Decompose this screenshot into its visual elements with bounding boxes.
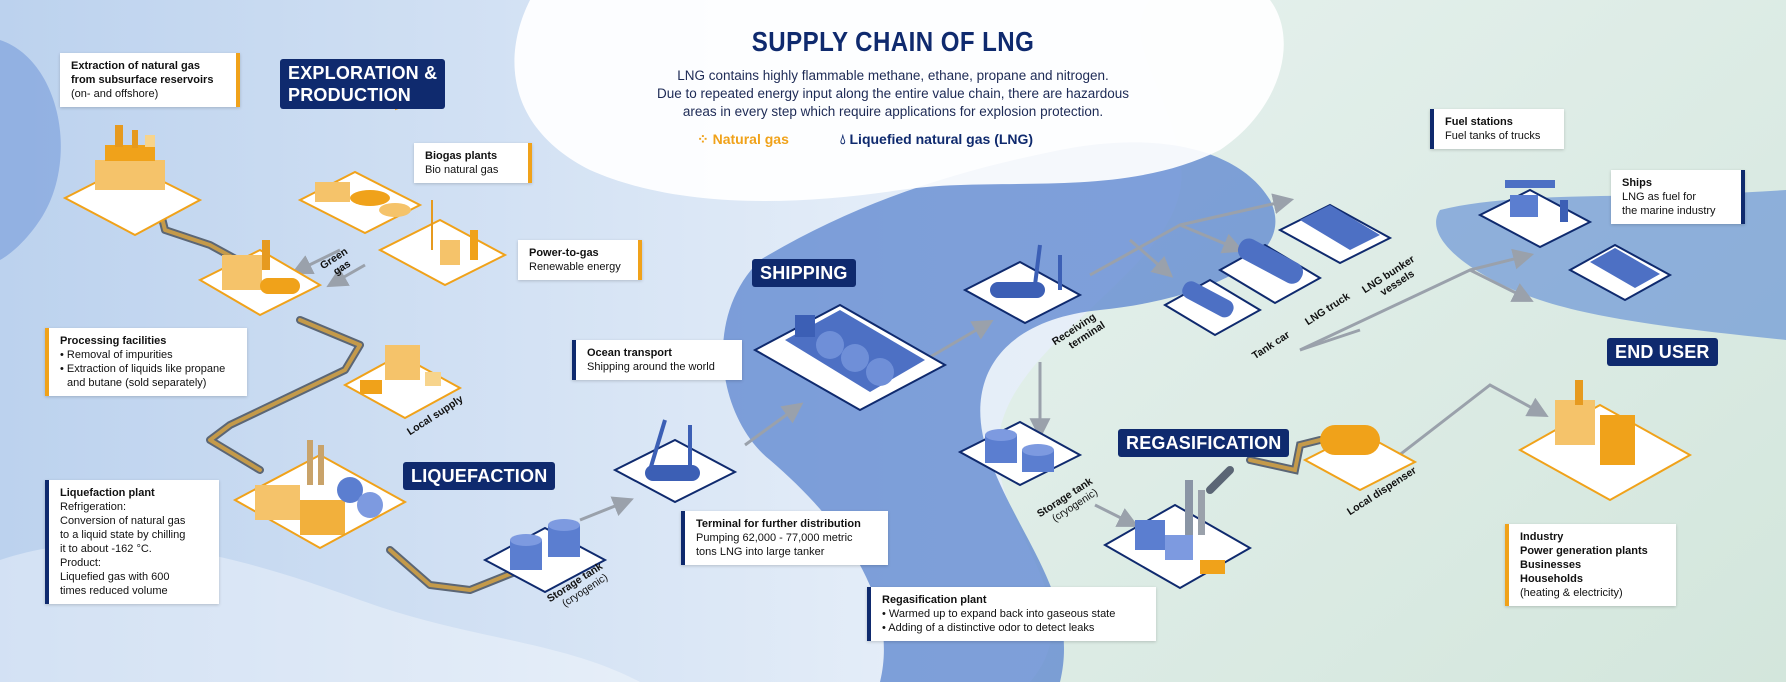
box-end-users-item: Power generation plants bbox=[1520, 545, 1648, 557]
local-supply-icon bbox=[342, 345, 463, 420]
box-processing-line: • Extraction of liquids like propane bbox=[60, 363, 226, 375]
box-regas-plant: Regasification plant • Warmed up to expa… bbox=[867, 587, 1156, 641]
box-liquefaction-line: Conversion of natural gas bbox=[60, 515, 186, 527]
box-power-to-gas-heading: Power-to-gas bbox=[529, 247, 599, 259]
flow-arrows bbox=[291, 193, 1549, 527]
box-processing-line: • Removal of impurities bbox=[60, 349, 173, 361]
stage-shipping: SHIPPING bbox=[752, 259, 856, 287]
box-fuel-stations: Fuel stations Fuel tanks of trucks bbox=[1430, 109, 1564, 149]
lng-bunker-vessel-icon bbox=[1277, 203, 1393, 265]
box-extraction-text: (on- and offshore) bbox=[71, 88, 159, 100]
stage-exploration: EXPLORATION & PRODUCTION bbox=[280, 59, 446, 109]
box-ships-heading: Ships bbox=[1622, 177, 1652, 189]
box-terminal-line: Pumping 62,000 - 77,000 metric bbox=[696, 532, 853, 544]
natural-gas-icon: ⁘ bbox=[697, 131, 709, 147]
box-biogas-heading: Biogas plants bbox=[425, 150, 498, 162]
receiving-terminal-icon bbox=[962, 244, 1083, 325]
stage-exploration-line: PRODUCTION bbox=[288, 85, 411, 105]
intro-line: areas in every step which require applic… bbox=[682, 104, 1104, 119]
box-liquefaction: Liquefaction plant Refrigeration: Conver… bbox=[45, 480, 219, 604]
box-end-users-item: Households bbox=[1520, 573, 1583, 585]
stage-liquefaction: LIQUEFACTION bbox=[403, 462, 556, 490]
box-end-users: Industry Power generation plants Busines… bbox=[1505, 524, 1676, 606]
box-end-users-item: Industry bbox=[1520, 531, 1564, 543]
box-liquefaction-line: Product: bbox=[60, 557, 101, 569]
regasification-plant-icon bbox=[1102, 480, 1253, 590]
box-liquefaction-heading: Liquefaction plant bbox=[60, 487, 155, 499]
stage-end-user: END USER bbox=[1607, 338, 1718, 366]
box-liquefaction-line: Liquefied gas with 600 bbox=[60, 571, 170, 583]
box-end-users-note: (heating & electricity) bbox=[1520, 587, 1623, 599]
box-extraction-heading: from subsurface reservoirs bbox=[71, 74, 214, 86]
box-terminal-heading: Terminal for further distribution bbox=[696, 518, 861, 530]
box-end-users-item: Businesses bbox=[1520, 559, 1582, 571]
box-processing-heading: Processing facilities bbox=[60, 335, 167, 347]
box-processing-line: and butane (sold separately) bbox=[67, 377, 207, 389]
power-to-gas-icon bbox=[377, 85, 508, 287]
offshore-platform-icon bbox=[62, 125, 203, 237]
intro-text: LNG contains highly flammable methane, e… bbox=[593, 67, 1193, 121]
box-extraction-heading: Extraction of natural gas bbox=[71, 60, 200, 72]
biogas-plant-icon bbox=[297, 170, 423, 235]
box-fuel-text: Fuel tanks of trucks bbox=[1445, 130, 1541, 142]
stage-regasification: REGASIFICATION bbox=[1118, 429, 1290, 457]
box-regas-line: • Adding of a distinctive odor to detect… bbox=[882, 622, 1095, 634]
box-regas-line: • Warmed up to expand back into gaseous … bbox=[882, 608, 1116, 620]
box-biogas-text: Bio natural gas bbox=[425, 164, 499, 176]
lng-tanker-icon bbox=[752, 303, 948, 412]
box-biogas: Biogas plants Bio natural gas bbox=[414, 143, 532, 183]
terminal-icon bbox=[612, 419, 738, 504]
box-ships-line: LNG as fuel for bbox=[1622, 191, 1696, 203]
storage-tank-1-icon bbox=[482, 519, 608, 594]
lng-drop-icon: 💧︎ bbox=[840, 131, 846, 147]
legend-natural-gas: ⁘ Natural gas bbox=[697, 131, 789, 148]
ship-icon bbox=[1567, 243, 1673, 302]
stage-exploration-line: EXPLORATION & bbox=[288, 63, 438, 83]
legend-lng-label: Liquefied natural gas (LNG) bbox=[849, 131, 1034, 147]
tank-car-icon bbox=[1163, 278, 1262, 337]
legend-lng: 💧︎ Liquefied natural gas (LNG) bbox=[840, 131, 1033, 148]
storage-tank-2-icon bbox=[957, 420, 1083, 487]
processing-facility-icon bbox=[197, 240, 323, 317]
box-terminal-line: tons LNG into large tanker bbox=[696, 546, 825, 558]
box-ships-line: the marine industry bbox=[1622, 205, 1716, 217]
box-power-to-gas-text: Renewable energy bbox=[529, 261, 621, 273]
box-fuel-heading: Fuel stations bbox=[1445, 116, 1513, 128]
lng-truck-icon bbox=[1218, 238, 1322, 305]
intro-line: LNG contains highly flammable methane, e… bbox=[677, 68, 1109, 83]
fuel-station-icon bbox=[1477, 180, 1593, 249]
liquefaction-plant-icon bbox=[232, 440, 408, 550]
box-power-to-gas: Power-to-gas Renewable energy bbox=[518, 240, 642, 280]
box-processing: Processing facilities • Removal of impur… bbox=[45, 328, 247, 396]
box-ocean-heading: Ocean transport bbox=[587, 347, 672, 359]
box-liquefaction-line: times reduced volume bbox=[60, 585, 168, 597]
box-ships: Ships LNG as fuel for the marine industr… bbox=[1611, 170, 1745, 224]
box-terminal: Terminal for further distribution Pumpin… bbox=[681, 511, 888, 565]
box-liquefaction-line: Refrigeration: bbox=[60, 501, 127, 513]
box-liquefaction-line: to a liquid state by chilling bbox=[60, 529, 186, 541]
page-title: SUPPLY CHAIN OF LNG bbox=[751, 26, 1035, 57]
local-dispenser-icon bbox=[1302, 425, 1418, 492]
industry-icon bbox=[1517, 380, 1693, 502]
legend-natural-gas-label: Natural gas bbox=[712, 131, 789, 147]
box-regas-heading: Regasification plant bbox=[882, 594, 987, 606]
box-ocean-text: Shipping around the world bbox=[587, 361, 715, 373]
intro-line: Due to repeated energy input along the e… bbox=[656, 86, 1130, 101]
box-liquefaction-line: it to about -162 °C. bbox=[60, 543, 152, 555]
box-extraction: Extraction of natural gas from subsurfac… bbox=[60, 53, 240, 107]
box-ocean-transport: Ocean transport Shipping around the worl… bbox=[572, 340, 742, 380]
